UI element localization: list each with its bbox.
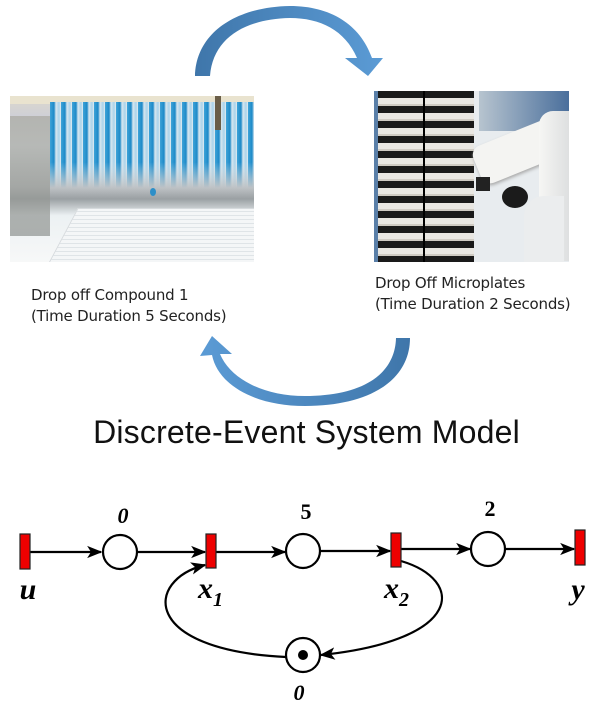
transition-y-label: y [568, 573, 585, 606]
place-x2-y [469, 530, 507, 568]
place2-time-label: 5 [301, 499, 312, 524]
place1-time-label: 0 [118, 503, 129, 528]
x2-label-subscript: 2 [398, 589, 409, 611]
arc-feedback-place-to-x1 [164, 562, 287, 659]
x1-label-subscript: 1 [213, 589, 223, 611]
transition-u-label: u [20, 573, 37, 606]
arc-x2-to-feedback-place [319, 559, 444, 660]
robot-microplate-photo [374, 91, 569, 262]
step1-caption-line2: (Time Duration 5 Seconds) [31, 307, 227, 325]
step1-caption-line1: Drop off Compound 1 [31, 286, 189, 304]
pipette-dispensing-photo [10, 96, 254, 262]
feedback-place-time-label: 0 [294, 680, 305, 705]
x2-label-base: x [383, 572, 399, 605]
transition-x1 [205, 533, 217, 569]
arrow-microplates-to-compound [200, 336, 410, 406]
transition-x1-label: x1 [197, 572, 223, 611]
place-u-x1 [101, 533, 139, 571]
transition-y [574, 529, 586, 566]
transition-x2-label: x2 [383, 572, 409, 611]
place3-time-label: 2 [485, 496, 496, 521]
x1-label-base: x [197, 572, 213, 605]
step2-caption-line2: (Time Duration 2 Seconds) [375, 295, 571, 313]
step2-caption: Drop Off Microplates (Time Duration 2 Se… [375, 273, 571, 315]
place-x1-x2 [284, 532, 322, 570]
transition-x2 [390, 532, 402, 568]
step2-caption-line1: Drop Off Microplates [375, 274, 526, 292]
transition-u [19, 533, 31, 570]
diagram-title: Discrete-Event System Model [93, 414, 520, 450]
step1-caption: Drop off Compound 1 (Time Duration 5 Sec… [31, 285, 227, 327]
token-icon [298, 650, 308, 660]
arrow-compound-to-microplates [195, 6, 383, 76]
